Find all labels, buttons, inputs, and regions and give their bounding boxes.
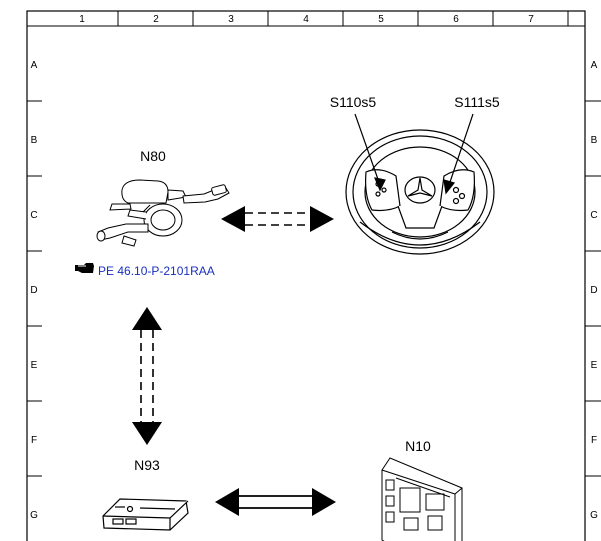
column-label-1: 1 — [79, 14, 85, 25]
steering-wheel-icon — [345, 129, 495, 255]
column-label-6: 6 — [453, 14, 459, 25]
row-label-f: F — [31, 435, 37, 446]
row-label-a-right: A — [591, 60, 598, 71]
row-label-d-right: D — [590, 285, 597, 296]
column-dividers — [117, 11, 569, 26]
dashed-arrow-n80-n93 — [132, 307, 162, 445]
column-label-4: 4 — [303, 14, 309, 25]
row-label-g-right: G — [590, 510, 598, 521]
row-label-d: D — [30, 285, 37, 296]
steering-column-switch-icon — [96, 179, 230, 247]
n93-label: N93 — [134, 457, 160, 473]
reference-link[interactable]: PE 46.10-P-2101RAA — [98, 264, 215, 278]
row-label-c-right: C — [590, 210, 597, 221]
diagram-frame — [26, 10, 586, 541]
row-label-e: E — [31, 360, 38, 371]
row-label-g: G — [30, 510, 38, 521]
s110s5-label: S110s5 — [330, 94, 377, 110]
leader-lines — [354, 113, 474, 195]
column-label-3: 3 — [228, 14, 234, 25]
column-label-7: 7 — [528, 14, 534, 25]
row-label-b: B — [31, 135, 38, 146]
dashed-arrow-n80-wheel — [221, 206, 334, 232]
row-label-f-right: F — [591, 435, 597, 446]
control-unit-n93-icon — [102, 498, 189, 531]
s111s5-label: S111s5 — [454, 94, 500, 110]
row-label-c: C — [30, 210, 37, 221]
n10-label: N10 — [405, 438, 431, 454]
sam-module-n10-icon — [381, 457, 463, 541]
solid-arrow-n93-n10 — [215, 488, 336, 516]
column-label-2: 2 — [153, 14, 159, 25]
row-label-e-right: E — [591, 360, 598, 371]
n80-label: N80 — [140, 148, 166, 164]
pointing-hand-icon — [75, 263, 94, 273]
row-label-b-right: B — [591, 135, 598, 146]
row-dividers — [27, 100, 601, 477]
column-label-5: 5 — [378, 14, 384, 25]
row-label-a: A — [31, 60, 38, 71]
